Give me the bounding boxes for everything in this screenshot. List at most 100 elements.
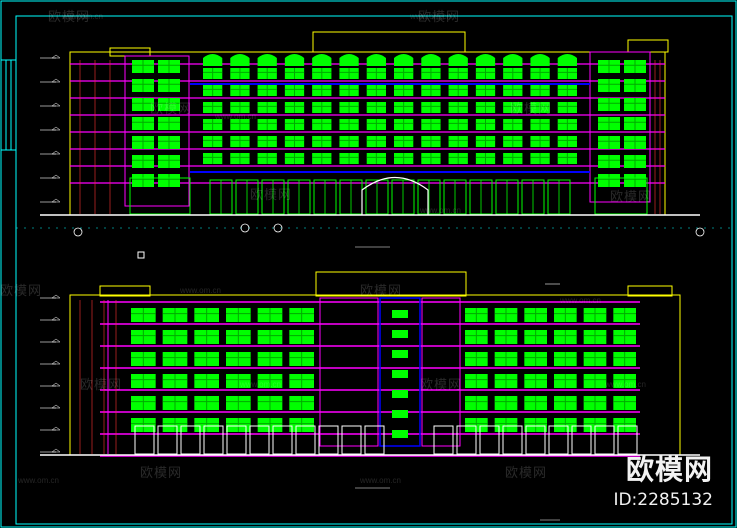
watermark-logo-text: 欧模网 xyxy=(610,190,653,205)
window xyxy=(503,119,523,130)
arched-window xyxy=(312,54,332,66)
window xyxy=(289,396,314,410)
window xyxy=(257,119,277,130)
axis-bubble xyxy=(273,223,283,233)
window xyxy=(289,418,314,432)
stair-window xyxy=(392,350,408,358)
window xyxy=(257,374,283,388)
roof-parapet xyxy=(312,31,466,53)
window xyxy=(475,68,496,79)
shopfront xyxy=(157,425,178,455)
window xyxy=(289,352,314,366)
window xyxy=(524,374,547,388)
window xyxy=(284,68,305,79)
wing-storefront xyxy=(129,177,191,215)
shopfront xyxy=(295,425,316,455)
window xyxy=(624,98,646,111)
lower-elevation xyxy=(40,271,700,457)
window xyxy=(421,153,441,164)
window xyxy=(284,119,305,130)
window xyxy=(554,308,577,322)
shopfront xyxy=(525,425,546,455)
window xyxy=(394,119,414,130)
window xyxy=(557,153,577,164)
axis-bubble xyxy=(695,227,705,237)
shopfront xyxy=(226,425,247,455)
window xyxy=(312,102,332,113)
window xyxy=(366,153,386,164)
window xyxy=(524,352,547,366)
window xyxy=(475,136,496,147)
level-marker xyxy=(51,150,61,155)
window xyxy=(598,60,620,73)
window xyxy=(131,374,156,388)
window xyxy=(257,308,283,322)
level-marker xyxy=(51,316,61,321)
level-marker xyxy=(51,338,61,343)
window xyxy=(475,153,496,164)
window xyxy=(194,374,219,388)
window xyxy=(226,374,251,388)
window xyxy=(554,374,577,388)
window xyxy=(230,102,250,113)
arched-window xyxy=(421,54,441,66)
watermark-url-text: www.om.cn xyxy=(360,476,401,485)
window xyxy=(503,85,523,96)
shopfront xyxy=(272,425,293,455)
window xyxy=(465,418,488,432)
level-marker xyxy=(51,174,61,179)
window xyxy=(194,418,219,432)
window xyxy=(624,79,646,92)
window xyxy=(421,85,441,96)
window xyxy=(613,352,636,366)
roof-parapet xyxy=(315,271,467,297)
window xyxy=(257,68,277,79)
window xyxy=(494,374,518,388)
window xyxy=(503,136,523,147)
central-bay xyxy=(421,297,461,447)
window xyxy=(475,85,496,96)
window xyxy=(598,79,620,92)
window xyxy=(312,68,332,79)
window xyxy=(284,153,305,164)
window xyxy=(257,396,283,410)
window xyxy=(530,102,550,113)
level-marker xyxy=(51,102,61,107)
level-marker xyxy=(51,360,61,365)
window xyxy=(226,330,251,344)
window xyxy=(530,153,550,164)
window xyxy=(613,396,636,410)
window xyxy=(554,396,577,410)
window xyxy=(158,155,180,168)
stair-window xyxy=(392,410,408,418)
shopfront xyxy=(364,425,385,455)
arched-window xyxy=(503,54,523,66)
window xyxy=(230,119,250,130)
window xyxy=(312,85,332,96)
window xyxy=(132,60,154,73)
window xyxy=(203,102,223,113)
window xyxy=(257,136,277,147)
watermark-url-text: www.om.cn xyxy=(410,12,451,21)
window xyxy=(257,330,283,344)
level-marker xyxy=(51,426,61,431)
watermark-logo-text: 欧模网 xyxy=(0,284,43,299)
window xyxy=(557,68,577,79)
watermark-logo-text: 欧模网 xyxy=(505,466,548,481)
shopfront xyxy=(433,425,454,455)
window xyxy=(162,418,188,432)
window xyxy=(226,418,251,432)
watermark-logo-text: 欧模网 xyxy=(360,284,403,299)
watermark-logo-text: 欧模网 xyxy=(48,10,91,25)
model-id-label: ID:2285132 xyxy=(613,490,713,510)
level-marker xyxy=(51,126,61,131)
window xyxy=(421,68,441,79)
window xyxy=(131,352,156,366)
level-marker xyxy=(51,404,61,409)
window xyxy=(598,155,620,168)
stair-core xyxy=(379,297,421,447)
axis-bubble xyxy=(240,223,250,233)
window xyxy=(530,119,550,130)
window xyxy=(465,396,488,410)
